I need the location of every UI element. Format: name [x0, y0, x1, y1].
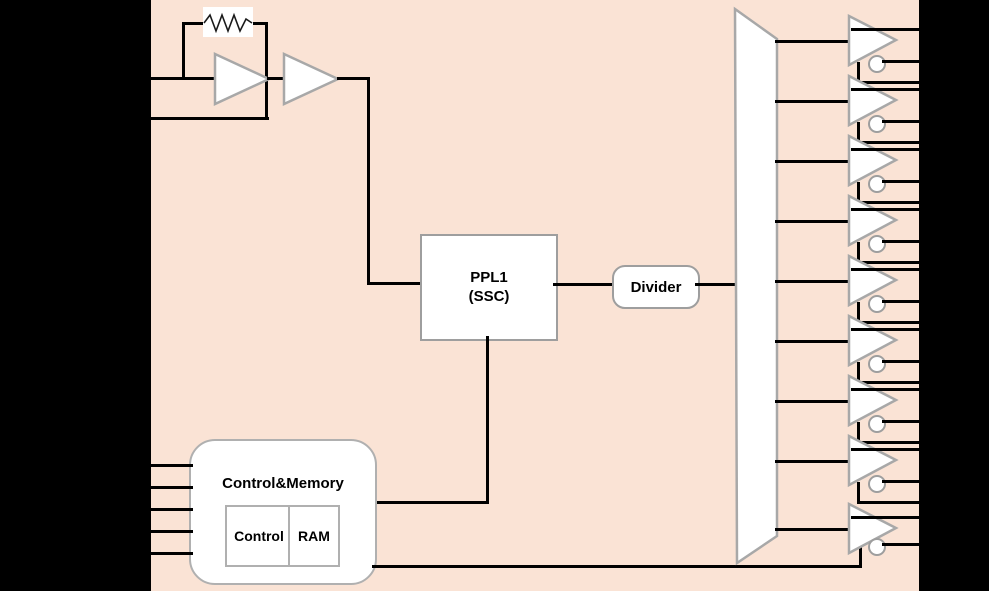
wire-buffer-7-output-p: [851, 388, 919, 391]
wire-buffer-6-output-p: [851, 328, 919, 331]
wire-buffer-5-output-n: [882, 300, 919, 303]
wire-feedback-left-vertical: [182, 22, 185, 80]
output-buffer-5-inverting-bubble: [868, 295, 886, 313]
wire-buffer-4-stub-h: [857, 261, 919, 264]
wire-distribution-to-buffer-5: [775, 280, 850, 283]
wire-buffer-8-stub-h: [857, 501, 919, 504]
wire-xout-vertical: [265, 78, 268, 120]
wire-divider-to-distribution: [695, 283, 739, 286]
wire-buffer-8-output-n: [882, 480, 919, 483]
wire-buffer-6-output-n: [882, 360, 919, 363]
wire-buffer-7-output-n: [882, 420, 919, 423]
wire-buffer-2-stub-h: [857, 141, 919, 144]
wire-buffer-9-output-n: [882, 543, 919, 546]
wire-feedback-right-vertical: [265, 22, 268, 80]
diagram-canvas: PPL1 (SSC) Divider Control&Memory Contro…: [151, 0, 919, 591]
left-pin-3[interactable]: [151, 508, 193, 511]
wire-buffer-5-output-p: [851, 268, 919, 271]
wire-buffer-2-output-p: [851, 88, 919, 91]
wire-amp2-output: [337, 77, 370, 80]
control-memory-title: Control&Memory: [222, 475, 344, 492]
wire-buffer-5-stub-h: [857, 321, 919, 324]
wire-buffer-4-output-p: [851, 208, 919, 211]
pll-block[interactable]: PPL1 (SSC): [420, 234, 558, 341]
wire-osc-to-pll-horizontal: [367, 282, 421, 285]
wire-distribution-to-buffer-9: [775, 528, 850, 531]
output-buffer-6-inverting-bubble: [868, 355, 886, 373]
wire-xout: [151, 117, 269, 120]
control-sub-label: Control: [234, 528, 284, 544]
wire-buffer-8-output-p: [851, 448, 919, 451]
wire-control-bottom-bus: [372, 565, 862, 568]
feedback-resistor: [203, 7, 253, 37]
control-sub-block[interactable]: Control: [225, 505, 293, 567]
clock-distribution-block[interactable]: [731, 5, 781, 567]
output-buffer-4-inverting-bubble: [868, 235, 886, 253]
wire-buffer-4-output-n: [882, 240, 919, 243]
left-pin-5[interactable]: [151, 552, 193, 555]
wire-distribution-to-buffer-8: [775, 460, 850, 463]
wire-distribution-to-buffer-2: [775, 100, 850, 103]
wire-pll-to-control-vertical: [486, 336, 489, 504]
wire-amp1-output: [267, 77, 283, 80]
wire-buffer-3-output-p: [851, 148, 919, 151]
ram-sub-label: RAM: [298, 528, 330, 544]
output-buffer-8-inverting-bubble: [868, 475, 886, 493]
divider-block[interactable]: Divider: [612, 265, 700, 309]
wire-distribution-to-buffer-6: [775, 340, 850, 343]
wire-distribution-to-buffer-4: [775, 220, 850, 223]
wire-feedback-top-left: [182, 22, 210, 25]
output-buffer-2-inverting-bubble: [868, 115, 886, 133]
output-buffer-1-inverting-bubble: [868, 55, 886, 73]
control-memory-block[interactable]: Control&Memory Control RAM: [189, 439, 377, 585]
wire-buffer-2-stub: [857, 122, 860, 144]
wire-feedback-top-right: [252, 22, 268, 25]
left-pin-2[interactable]: [151, 486, 193, 489]
wire-buffer-1-output-p: [851, 28, 919, 31]
oscillator-amp-1: [213, 52, 272, 106]
wire-buffer-7-stub-h: [857, 441, 919, 444]
wire-distribution-to-buffer-7: [775, 400, 850, 403]
wire-buffer-2-output-n: [882, 120, 919, 123]
wire-buffer-5-stub: [857, 302, 860, 324]
wire-buffer-9-output-p: [851, 516, 919, 519]
output-buffer-7-inverting-bubble: [868, 415, 886, 433]
divider-label: Divider: [630, 278, 682, 296]
output-buffer-9-inverting-bubble: [868, 538, 886, 556]
wire-buffer-3-stub: [857, 182, 860, 204]
oscillator-amp-2: [282, 52, 341, 106]
wire-osc-to-pll-vertical: [367, 77, 370, 285]
left-pin-4[interactable]: [151, 530, 193, 533]
wire-buffer-8-stub: [857, 482, 860, 504]
pll-label-line2: (SSC): [468, 287, 510, 305]
ram-sub-block[interactable]: RAM: [288, 505, 340, 567]
wire-buffer-6-stub: [857, 362, 860, 384]
wire-buffer-1-stub: [857, 62, 860, 84]
left-pin-1[interactable]: [151, 464, 193, 467]
wire-buffer-3-output-n: [882, 180, 919, 183]
wire-buffer-6-stub-h: [857, 381, 919, 384]
wire-buffer-3-stub-h: [857, 201, 919, 204]
output-buffer-3-inverting-bubble: [868, 175, 886, 193]
wire-buffer-4-stub: [857, 242, 860, 264]
wire-distribution-to-buffer-3: [775, 160, 850, 163]
wire-buffer-7-stub: [857, 422, 860, 444]
pll-label-line1: PPL1: [470, 269, 508, 287]
wire-pll-to-divider: [553, 283, 613, 286]
wire-distribution-to-buffer-1: [775, 40, 850, 43]
wire-buffer-1-output-n: [882, 60, 919, 63]
wire-buffer-1-stub-h: [857, 81, 919, 84]
wire-pll-to-control-horizontal: [372, 501, 489, 504]
wire-xin: [151, 77, 251, 80]
